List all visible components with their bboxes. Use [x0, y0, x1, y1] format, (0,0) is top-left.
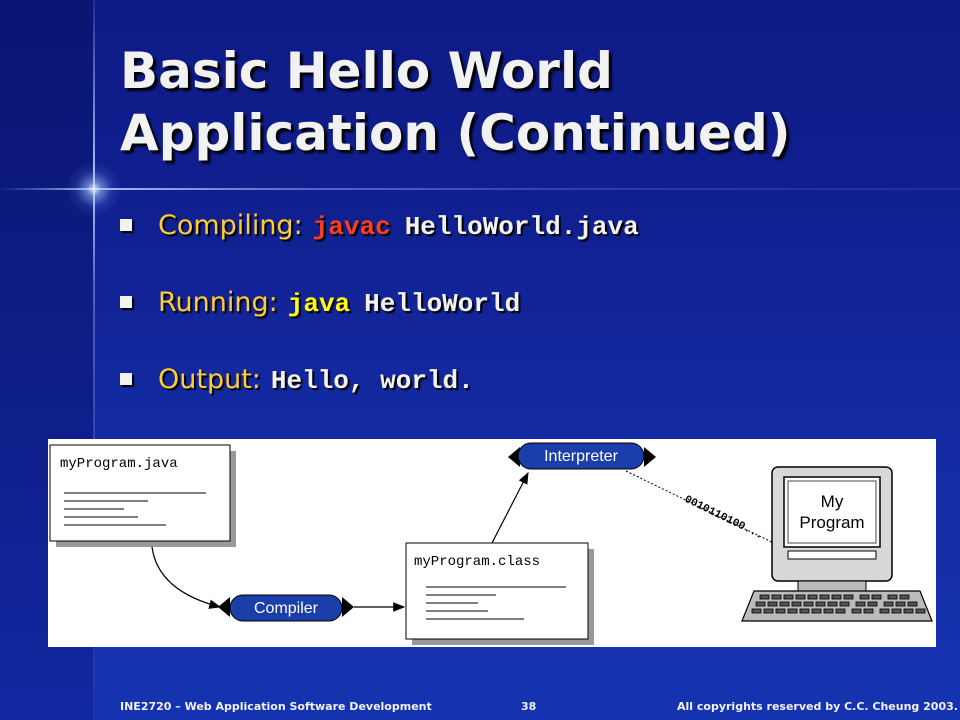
- footer-copyright: All copyrights reserved by C.C. Cheung 2…: [677, 700, 958, 713]
- bullet-code: javac HelloWorld.java: [313, 212, 639, 242]
- interpreter-pill: Interpreter: [508, 442, 656, 470]
- bullet-code: Hello, world.: [271, 366, 474, 396]
- bullet-running: Running: java HelloWorld: [120, 287, 520, 319]
- code-keyword: javac: [312, 212, 391, 242]
- footer-course: INE2720 – Web Application Software Devel…: [120, 700, 432, 713]
- slide-title: Basic Hello World Application (Continued…: [120, 40, 940, 164]
- source-file-document: myProgram.java: [49, 444, 236, 547]
- footer-page-number: 38: [521, 700, 537, 713]
- bullet-square-icon: [120, 296, 132, 308]
- bullet-label: Output:: [158, 364, 261, 395]
- code-keyword: java: [287, 289, 351, 319]
- compiler-label: Compiler: [254, 600, 319, 617]
- bits-text: 0010110100...: [682, 494, 764, 542]
- diagram-svg: myProgram.java Compiler: [49, 442, 933, 645]
- code-argument: HelloWorld: [364, 289, 521, 319]
- bullet-output: Output: Hello, world.: [120, 364, 474, 396]
- computer-icon: My Program: [741, 466, 933, 622]
- screen-text-line-2: Program: [799, 513, 864, 532]
- bullet-code: java HelloWorld: [288, 289, 520, 319]
- interpreter-label: Interpreter: [544, 448, 618, 465]
- star-glow-icon: [66, 161, 122, 217]
- title-line-2: Application (Continued): [120, 104, 791, 162]
- horizontal-accent-line: [0, 188, 960, 190]
- source-file-name: myProgram.java: [60, 456, 178, 472]
- arrow-to-interpreter: [491, 471, 529, 544]
- compile-run-diagram: myProgram.java Compiler: [48, 439, 936, 647]
- bullet-label: Running:: [158, 287, 278, 318]
- arrow-to-computer: [625, 470, 787, 550]
- bullet-square-icon: [120, 373, 132, 385]
- bullet-label: Compiling:: [158, 210, 303, 241]
- class-file-document: myProgram.class: [405, 542, 594, 645]
- code-output-text: Hello, world.: [270, 366, 474, 396]
- screen-text-line-1: My: [821, 492, 844, 511]
- arrow-to-compiler: [151, 546, 222, 609]
- bullet-square-icon: [120, 219, 132, 231]
- title-line-1: Basic Hello World: [120, 42, 613, 100]
- bullet-compiling: Compiling: javac HelloWorld.java: [120, 210, 639, 242]
- vertical-accent-line: [93, 0, 95, 720]
- compiler-pill: Compiler: [218, 594, 354, 622]
- class-file-name: myProgram.class: [414, 554, 540, 570]
- code-argument: HelloWorld.java: [404, 212, 639, 242]
